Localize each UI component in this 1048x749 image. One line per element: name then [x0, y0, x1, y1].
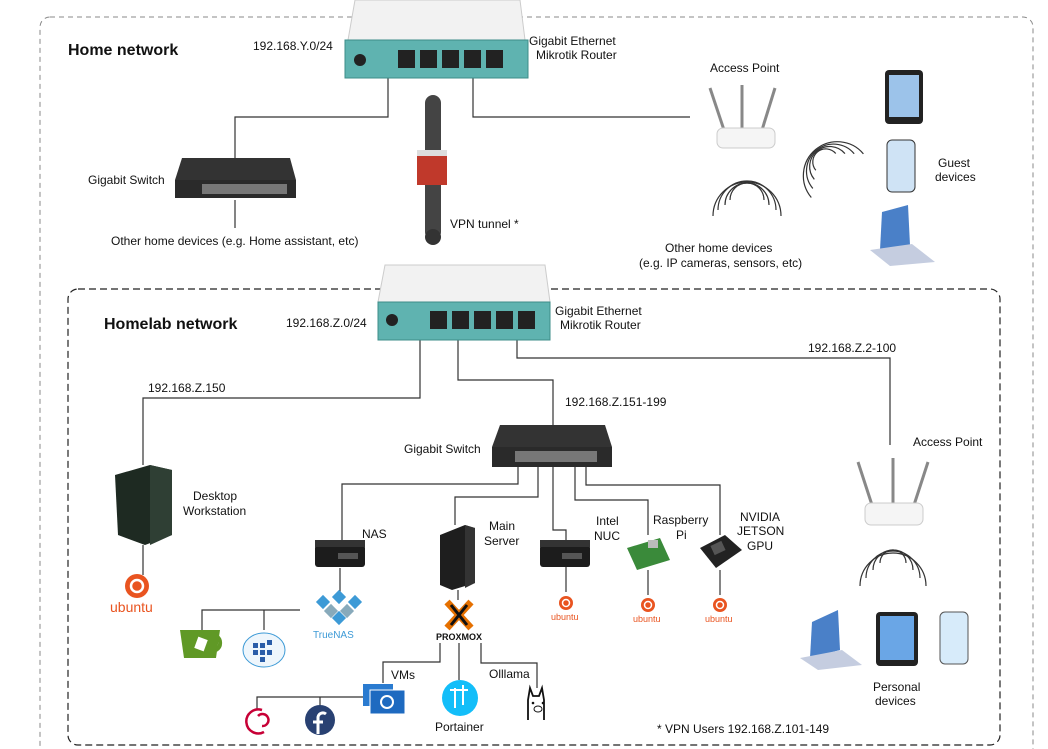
home-network-title: Home network	[68, 42, 178, 59]
jetson-label-3: GPU	[747, 539, 773, 553]
guest-label-2: devices	[935, 170, 976, 184]
pi-label-1: Raspberry	[653, 513, 708, 527]
debian-logo	[245, 708, 270, 735]
jetson-label-1: NVIDIA	[740, 510, 780, 524]
wifi-icon	[859, 549, 927, 587]
wifi-icon	[712, 180, 782, 217]
server-label-1: Main	[489, 519, 515, 533]
laptop-icon	[800, 610, 862, 670]
homelab-access-point	[856, 458, 930, 526]
home-subnet: 192.168.Y.0/24	[253, 39, 333, 53]
home-router-label-2: Mikrotik Router	[536, 48, 617, 62]
ap-ip-range: 192.168.Z.2-100	[808, 341, 896, 355]
vms-icon	[363, 684, 406, 715]
desktop-label-2: Workstation	[183, 504, 246, 518]
wifi-icon	[802, 141, 864, 198]
vms-label: VMs	[391, 668, 415, 682]
switch-ip-range: 192.168.Z.151-199	[565, 395, 667, 409]
vpn-tunnel-icon	[417, 95, 447, 245]
ubuntu-logo	[641, 598, 655, 612]
home-switch-label: Gigabit Switch	[88, 173, 165, 187]
laptop-icon	[870, 205, 935, 266]
vpn-users-note: * VPN Users 192.168.Z.101-149	[657, 722, 829, 736]
nvidia-jetson-icon	[700, 535, 742, 568]
gitea-cup-icon	[180, 630, 223, 658]
homelab-switch	[492, 425, 612, 467]
home-links	[234, 78, 690, 228]
home-switch	[175, 158, 296, 198]
proxmox-logo	[444, 599, 474, 631]
main-server-icon	[440, 525, 475, 590]
nas-label: NAS	[362, 527, 387, 541]
proxmox-label: PROXMOX	[436, 632, 482, 642]
home-router	[344, 0, 529, 79]
truenas-label: TrueNAS	[313, 630, 354, 641]
homelab-subnet: 192.168.Z.0/24	[286, 316, 367, 330]
truenas-logo	[315, 589, 363, 626]
home-ap-label: Access Point	[710, 61, 780, 75]
homelab-router	[377, 264, 551, 341]
home-router-label-1: Gigabit Ethernet	[529, 34, 616, 48]
fedora-logo	[305, 705, 335, 735]
portainer-logo	[442, 680, 478, 716]
pi-label-2: Pi	[676, 528, 687, 542]
portainer-label: Portainer	[435, 720, 484, 734]
home-access-point	[708, 85, 777, 149]
intel-nuc-icon	[540, 540, 590, 567]
homelab-router-label-1: Gigabit Ethernet	[555, 304, 642, 318]
homelab-links	[142, 340, 891, 710]
jetson-os-label: ubuntu	[705, 614, 733, 624]
ubuntu-label: ubuntu	[110, 599, 153, 615]
home-ap-devices-2: (e.g. IP cameras, sensors, etc)	[639, 256, 802, 270]
nuc-os-label: ubuntu	[551, 612, 579, 622]
phone-icon	[886, 139, 916, 193]
tablet-icon	[885, 70, 923, 124]
ollama-llama-icon	[527, 684, 545, 720]
ollama-label: Olllama	[489, 667, 530, 681]
raspberry-pi-icon	[627, 538, 670, 570]
phone-icon	[939, 611, 969, 665]
personal-label-2: devices	[875, 694, 916, 708]
ubuntu-logo	[125, 574, 149, 598]
home-network-boundary	[39, 16, 1034, 749]
nextcloud-cloud-icon	[242, 632, 286, 668]
jetson-label-2: JETSON	[737, 524, 784, 538]
nas-icon	[315, 540, 365, 567]
desktop-label-1: Desktop	[193, 489, 237, 503]
homelab-switch-label: Gigabit Switch	[404, 442, 481, 456]
nuc-label-2: NUC	[594, 529, 620, 543]
homelab-router-label-2: Mikrotik Router	[560, 318, 641, 332]
homelab-network-title: Homelab network	[104, 316, 237, 333]
nuc-label-1: Intel	[596, 514, 619, 528]
server-label-2: Server	[484, 534, 519, 548]
home-switch-devices: Other home devices (e.g. Home assistant,…	[111, 234, 358, 248]
ubuntu-logo	[559, 596, 573, 610]
desktop-workstation-icon	[115, 465, 172, 545]
homelab-ap-label: Access Point	[913, 435, 983, 449]
desktop-ip: 192.168.Z.150	[148, 381, 226, 395]
vpn-tunnel-label: VPN tunnel *	[450, 217, 519, 231]
tablet-icon	[876, 612, 918, 666]
pi-os-label: ubuntu	[633, 614, 661, 624]
personal-label-1: Personal	[873, 680, 920, 694]
home-ap-devices-1: Other home devices	[665, 241, 772, 255]
ubuntu-logo	[713, 598, 727, 612]
guest-label-1: Guest	[938, 156, 971, 170]
